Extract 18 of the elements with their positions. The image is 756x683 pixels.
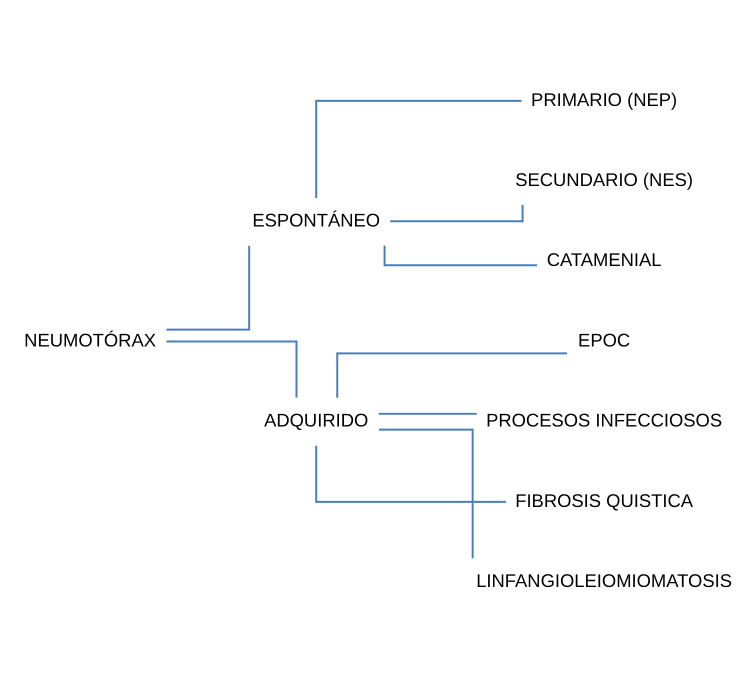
node-text: NEUMOTÓRAX: [24, 329, 156, 350]
connector: [166, 246, 250, 331]
node-text: CATAMENIAL: [546, 249, 662, 270]
connector: [336, 352, 567, 398]
node-text: PRIMARIO (NEP): [531, 88, 678, 110]
node-text: PROCESOS INFECCIOSOS: [486, 410, 722, 431]
node-text: ADQUIRIDO: [264, 410, 368, 431]
connector: [384, 246, 538, 266]
connector: [378, 428, 474, 558]
node-text: LINFANGIOLEIOMIOMATOSIS: [476, 570, 732, 591]
connector: [315, 100, 522, 198]
connector: [315, 446, 506, 503]
node-text: EPOC: [578, 329, 630, 350]
node-text: FIBROSIS QUISTICA: [515, 490, 694, 511]
node-text: SECUNDARIO (NES): [515, 168, 694, 190]
connector: [378, 412, 477, 415]
connector: [166, 340, 298, 398]
node-text: ESPONTÁNEO: [252, 210, 380, 231]
